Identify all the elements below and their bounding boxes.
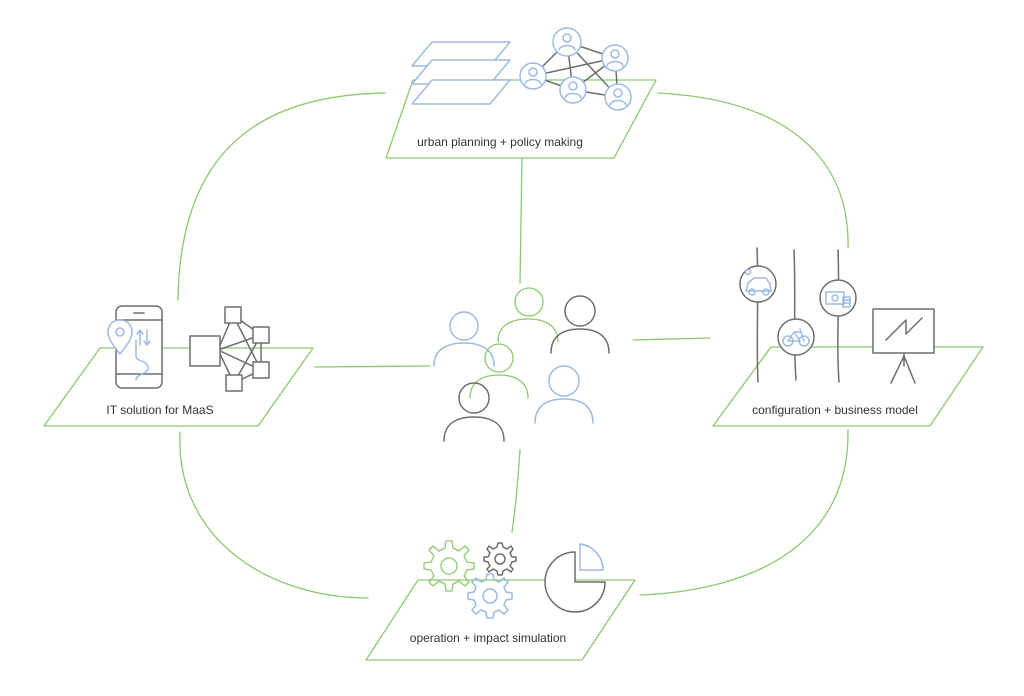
center-spokes [314,157,711,533]
person-icon [443,382,505,442]
spoke-bottom [511,449,521,533]
car-icon [739,265,777,303]
people-group-icon [433,287,610,442]
connector-left-bottom [179,431,369,599]
cycle-connectors [177,92,849,599]
node-configuration[interactable]: configuration + business model [712,247,984,427]
node-label-left: IT solution for MaaS [106,403,213,417]
presentation-board-icon [872,308,935,384]
gear-icon [483,542,517,576]
node-label-top: urban planning + policy making [417,135,583,149]
spoke-left [314,365,431,368]
person-icon [497,287,559,343]
network-graph-icon [189,306,270,392]
location-pin-icon [107,319,133,355]
person-icon [534,365,594,424]
node-label-right: configuration + business model [752,403,918,417]
person-icon [469,343,529,399]
connector-top-left [177,92,386,301]
gear-icon [423,540,475,592]
mobility-options-icon [739,247,857,383]
layers-icon [411,41,511,105]
platform-left [43,347,314,427]
pie-chart-icon [544,543,606,613]
people-network-icon [519,27,632,111]
bicycle-icon [777,318,815,356]
person-icon [433,311,495,367]
connector-right-bottom [639,429,849,596]
gears-icon [423,540,517,619]
spoke-right [632,337,711,341]
money-wallet-icon [819,279,857,317]
node-label-bottom: operation + impact simulation [410,631,566,645]
person-icon [550,295,610,354]
connector-top-right [657,92,849,249]
gear-icon [467,573,513,619]
spoke-top [519,157,523,284]
node-it-solution[interactable]: IT solution for MaaS [43,305,314,427]
node-urban-planning[interactable]: urban planning + policy making [385,27,657,159]
node-operation-simulation[interactable]: operation + impact simulation [365,540,636,661]
